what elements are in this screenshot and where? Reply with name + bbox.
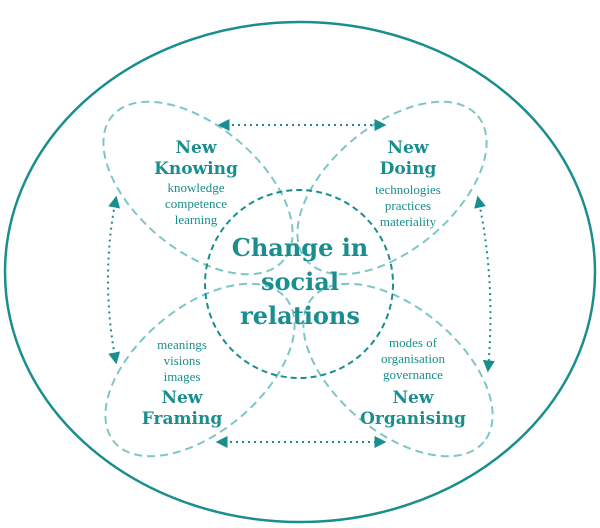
center-line-2: social: [261, 267, 339, 296]
petal-framing: [104, 282, 296, 458]
arrow-right: [474, 195, 495, 373]
doing-title-2: Doing: [380, 159, 437, 179]
arrow-left: [107, 195, 121, 365]
outer-circle: [3, 20, 597, 524]
framing-item-2: visions: [164, 353, 201, 368]
framing-item-1: meanings: [157, 337, 207, 352]
organising-title-2: Organising: [360, 409, 466, 429]
doing-item-1: technologies: [375, 182, 441, 197]
organising-item-1: modes of: [389, 335, 438, 350]
center-line-3: relations: [240, 301, 360, 330]
framing-title-1: New: [162, 388, 203, 408]
doing-item-2: practices: [385, 198, 431, 213]
knowing-item-2: competence: [165, 196, 227, 211]
knowing-item-1: knowledge: [167, 180, 224, 195]
petal-organising: [302, 282, 494, 458]
organising-item-3: governance: [383, 367, 443, 382]
knowing-title-2: Knowing: [154, 159, 238, 179]
organising-title-1: New: [393, 388, 434, 408]
knowing-item-3: learning: [175, 212, 218, 227]
center-line-1: Change in: [232, 233, 369, 262]
framing-title-2: Framing: [142, 409, 223, 429]
organising-item-2: organisation: [381, 351, 446, 366]
knowing-title-1: New: [176, 138, 217, 158]
doing-item-3: materiality: [380, 214, 437, 229]
petal-knowing: [102, 100, 294, 276]
framing-item-3: images: [164, 369, 201, 384]
doing-title-1: New: [388, 138, 429, 158]
center-circle: [204, 189, 394, 379]
petal-doing: [296, 100, 488, 276]
